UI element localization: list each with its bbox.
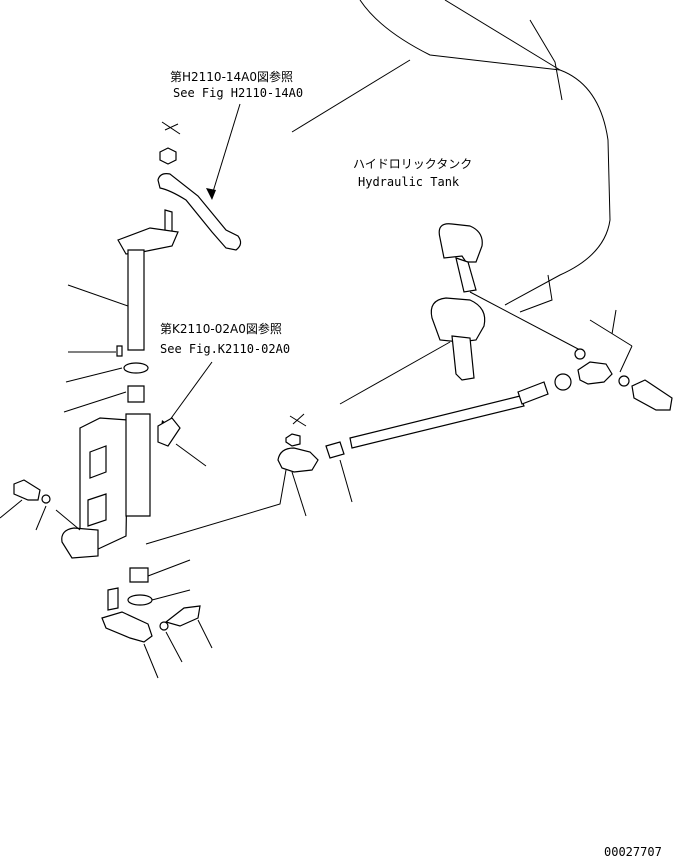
tank-valve-levers	[339, 223, 581, 405]
left-bolts	[0, 479, 81, 531]
reference-label-1-en: See Fig H2110-14A0	[173, 86, 303, 100]
hydraulic-tank-outline	[291, 0, 611, 313]
threaded-rod	[325, 381, 549, 503]
center-rod-end	[145, 413, 319, 545]
reference-2-leader	[163, 361, 213, 429]
upper-lever-assembly	[67, 121, 242, 357]
lower-lever-assembly	[101, 559, 213, 679]
reference-1-arrowhead	[206, 188, 216, 200]
tank-label-en: Hydraulic Tank	[358, 175, 460, 189]
reference-label-2-en: See Fig.K2110-02A0	[160, 342, 290, 356]
reference-label-2-jp: 第K2110-02A0図参照	[160, 321, 282, 336]
figure-number: 00027707	[604, 845, 662, 859]
reference-1-leader	[211, 103, 241, 196]
reference-label-1-jp: 第H2110-14A0図参照	[170, 69, 293, 84]
support-bracket	[61, 362, 207, 559]
right-hardware-group	[554, 309, 673, 411]
tank-label-jp: ハイドロリックタンク	[353, 157, 472, 171]
